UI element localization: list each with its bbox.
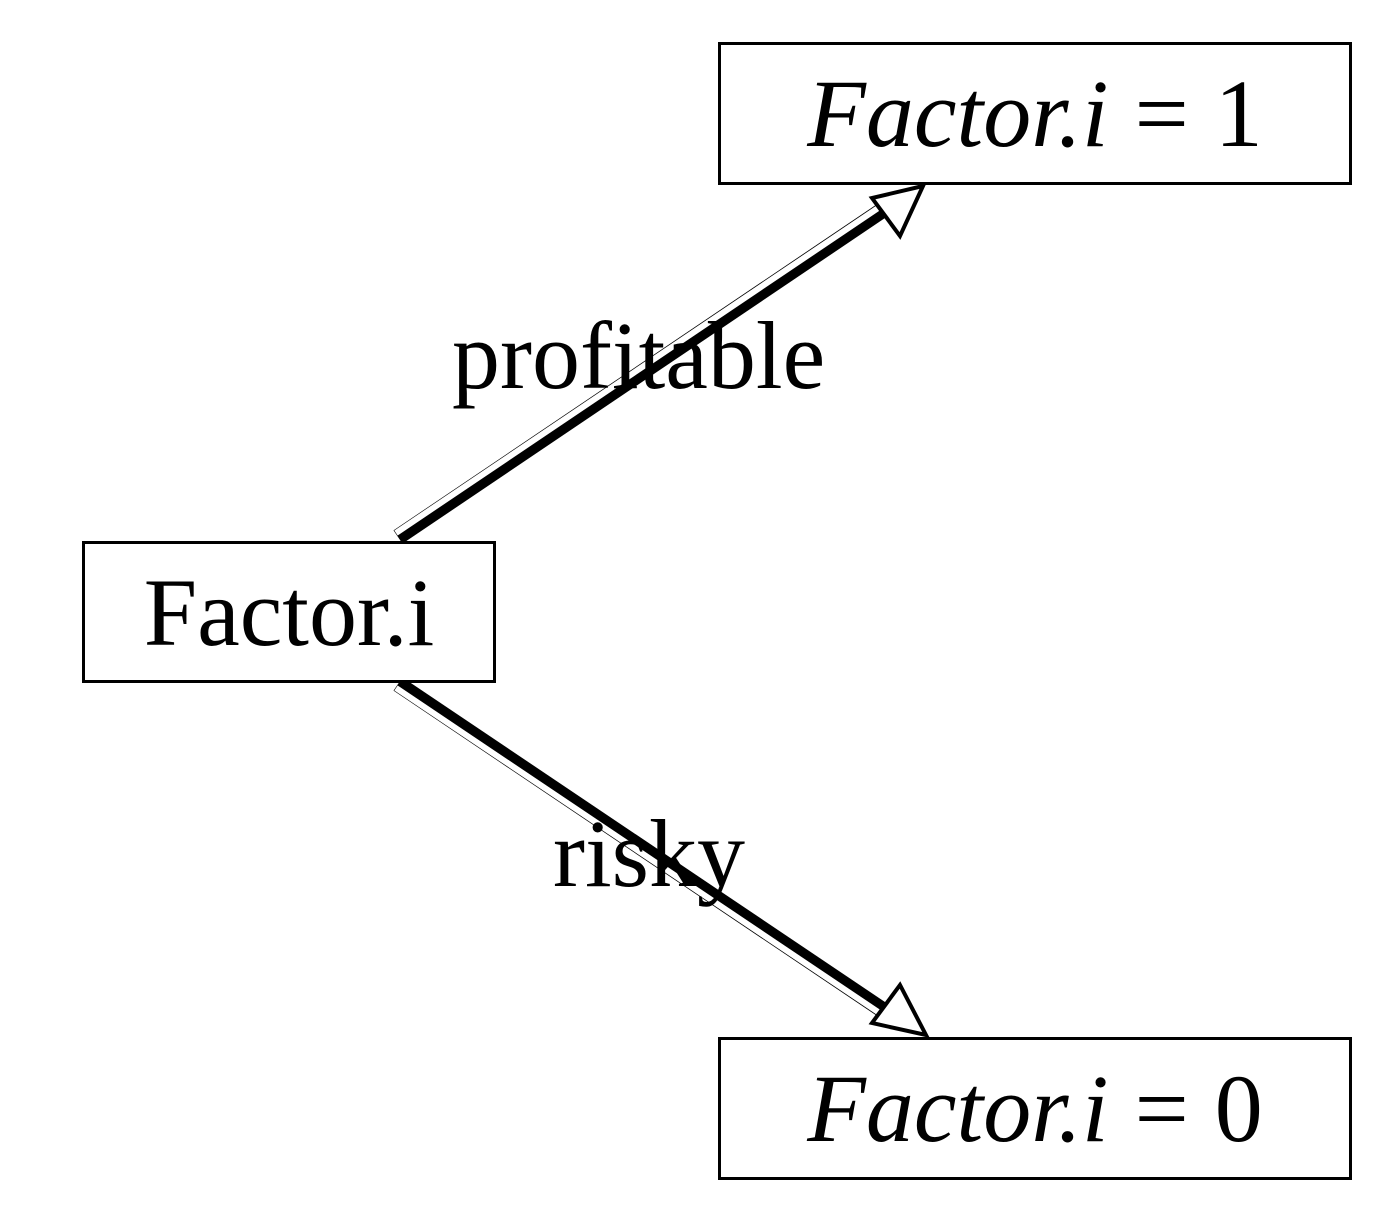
edge-label-risky: risky [553,800,745,907]
edge-label-profitable: profitable [452,302,826,409]
arrow-risky [393,677,930,1038]
arrow-profitable-shaft-inner [394,195,895,536]
node-factor-i-equals-1-lhs: Factor.i [807,60,1109,167]
node-factor-i-equals-0: Factor.i=0 [718,1037,1352,1180]
node-factor-i-label: Factor.i [143,558,435,666]
node-factor-i-equals-1: Factor.i=1 [718,42,1352,185]
node-factor-i-equals-1-rhs: 1 [1214,60,1263,167]
node-factor-i: Factor.i [82,541,496,683]
arrow-risky-shaft-inner [394,685,895,1025]
arrow-profitable [393,183,927,544]
arrow-risky-head [868,981,930,1038]
node-factor-i-equals-1-op: = [1134,60,1189,167]
node-factor-i-equals-0-op: = [1134,1055,1189,1162]
node-factor-i-equals-0-lhs: Factor.i [807,1055,1109,1162]
arrow-risky-shaft [393,677,895,1022]
arrow-profitable-shaft [393,198,895,544]
arrow-profitable-head [868,183,927,240]
node-factor-i-equals-0-rhs: 0 [1214,1055,1263,1162]
